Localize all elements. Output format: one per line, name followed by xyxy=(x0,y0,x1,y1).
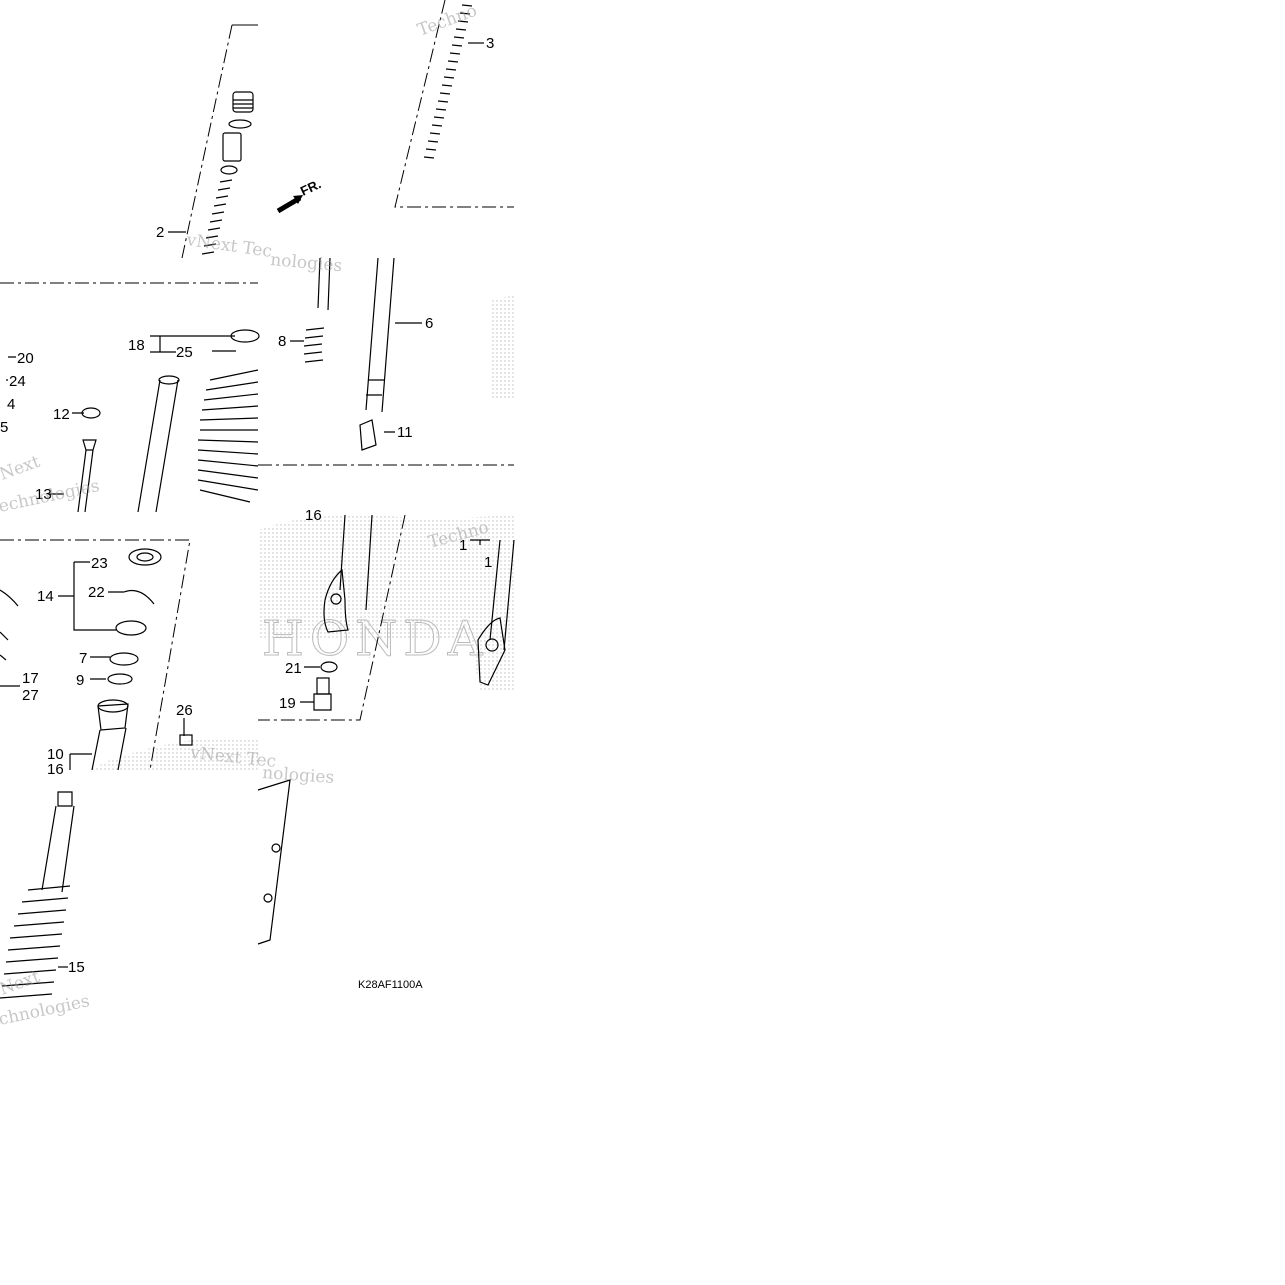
callouts: 2 3 6 8 11 18 25 20 24 4 5 12 13 23 22 1… xyxy=(0,35,494,976)
callout-label: 7 xyxy=(79,650,87,667)
watermark-text: echnologies xyxy=(0,476,101,517)
callout-label: 17 xyxy=(22,670,39,687)
callout-label: 6 xyxy=(425,315,433,332)
callout-label: 20 xyxy=(17,350,34,367)
lower-fork-legs xyxy=(300,514,515,711)
front-direction-label: FR. xyxy=(298,176,323,198)
callout-label: 9 xyxy=(76,672,84,689)
damper-and-fork-pipe xyxy=(290,257,422,451)
brand-watermark: HONDA xyxy=(262,611,488,667)
callout-label: 21 xyxy=(285,660,302,677)
callout-label: 16 xyxy=(47,761,64,778)
callout-label: 23 xyxy=(91,555,108,572)
part-code: K28AF1100A xyxy=(358,979,423,991)
watermark-text: nologies xyxy=(270,250,343,276)
brand-watermark-background: HONDA xyxy=(90,295,515,770)
callout-label: 3 xyxy=(486,35,494,52)
callout-label: 4 xyxy=(7,396,15,413)
callout-label: 19 xyxy=(279,695,296,712)
callout-label: 8 xyxy=(278,333,286,350)
callout-label: 2 xyxy=(156,224,164,241)
callout-label: 1 xyxy=(459,537,467,554)
callout-label: 15 xyxy=(68,959,85,976)
callout-label: 16 xyxy=(305,507,322,524)
callout-label: 11 xyxy=(397,424,413,441)
callout-label: 12 xyxy=(53,406,70,423)
watermark-text: Next xyxy=(0,452,43,485)
callout-label: 10 xyxy=(47,746,64,763)
callout-label: 14 xyxy=(37,588,54,605)
tile-gaps xyxy=(0,0,228,22)
callout-label: 1 xyxy=(484,554,492,571)
callout-label: 13 xyxy=(35,486,52,503)
callout-label: 18 xyxy=(128,337,145,354)
panel-frames xyxy=(0,0,514,771)
callout-label: 22 xyxy=(88,584,105,601)
watermark-text: nologies xyxy=(262,763,335,788)
fork-tube-and-boot xyxy=(6,329,260,513)
callout-label: 25 xyxy=(176,344,193,361)
fork-cap-assembly xyxy=(168,91,254,255)
front-direction-arrow: FR. xyxy=(276,176,323,214)
callout-label: 26 xyxy=(176,702,193,719)
callout-label: 5 xyxy=(0,419,8,436)
watermark-text: vNext Tec xyxy=(184,230,273,262)
watermark-text: Techno xyxy=(415,1,480,41)
callout-label: 24 xyxy=(9,373,26,390)
watermarks: Techno vNext Tec nologies Next echnologi… xyxy=(0,1,491,1030)
outer-tube-boot-assembly xyxy=(0,779,291,999)
callout-label: 27 xyxy=(22,687,39,704)
fork-spring-long xyxy=(423,4,484,159)
seal-kit-and-lower-tube xyxy=(0,548,193,771)
